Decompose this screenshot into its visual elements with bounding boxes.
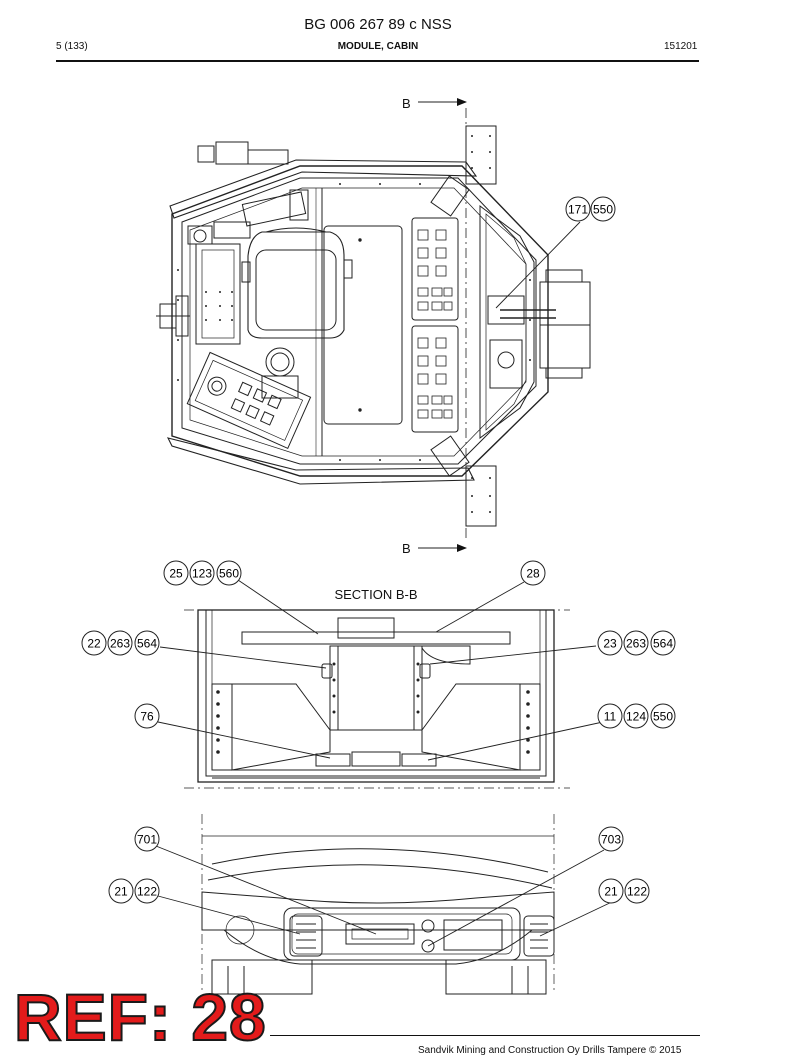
section-title: MODULE, CABIN: [337, 41, 419, 52]
page-number: 5 (133): [56, 41, 88, 52]
callout-22-263-564: 22 263 564: [81, 630, 160, 656]
footer-copyright: Sandvik Mining and Construction Oy Drill…: [418, 1045, 682, 1056]
svg-text:28: 28: [526, 567, 540, 581]
callout-701: 701: [134, 826, 160, 852]
svg-text:171: 171: [568, 203, 588, 217]
callout-25-123-560: 25 123 560: [163, 560, 242, 586]
svg-text:122: 122: [137, 885, 157, 899]
svg-text:21: 21: [604, 885, 618, 899]
section-bb-view: [184, 609, 570, 789]
svg-text:11: 11: [604, 710, 617, 724]
callout-28: 28: [520, 560, 546, 586]
callout-11-124-550: 11 124 550: [597, 703, 676, 729]
date-code: 151201: [664, 41, 698, 52]
svg-text:701: 701: [137, 833, 157, 847]
callout-76: 76: [134, 703, 160, 729]
section-label: SECTION B-B: [334, 587, 417, 602]
svg-text:564: 564: [653, 637, 673, 651]
svg-text:263: 263: [110, 637, 130, 651]
svg-text:560: 560: [219, 567, 239, 581]
callout-171-550: 171 550: [565, 196, 616, 222]
callout-21-122-right: 21 122: [598, 878, 650, 904]
callout-21-122-left: 21 122: [108, 878, 160, 904]
callout-703: 703: [598, 826, 624, 852]
svg-text:123: 123: [192, 567, 212, 581]
svg-text:122: 122: [627, 885, 647, 899]
callout-23-263-564: 23 263 564: [597, 630, 676, 656]
svg-text:23: 23: [603, 637, 617, 651]
ref-stamp: REF: 28: [13, 980, 267, 1054]
svg-text:703: 703: [601, 833, 621, 847]
svg-text:550: 550: [653, 710, 673, 724]
cabin-top-view: [156, 98, 591, 552]
svg-text:263: 263: [626, 637, 646, 651]
svg-text:25: 25: [169, 567, 183, 581]
dashboard-detail-view: [201, 814, 555, 995]
document-number: BG 006 267 89 c NSS: [304, 16, 452, 33]
view-marker-top: B: [402, 96, 411, 111]
svg-text:564: 564: [137, 637, 157, 651]
svg-text:76: 76: [140, 710, 154, 724]
svg-text:21: 21: [114, 885, 128, 899]
svg-text:124: 124: [626, 710, 646, 724]
svg-text:22: 22: [87, 637, 101, 651]
view-marker-bottom: B: [402, 541, 411, 556]
svg-text:550: 550: [593, 203, 613, 217]
footer-rule: [270, 1035, 700, 1036]
header-rule: [56, 60, 699, 62]
